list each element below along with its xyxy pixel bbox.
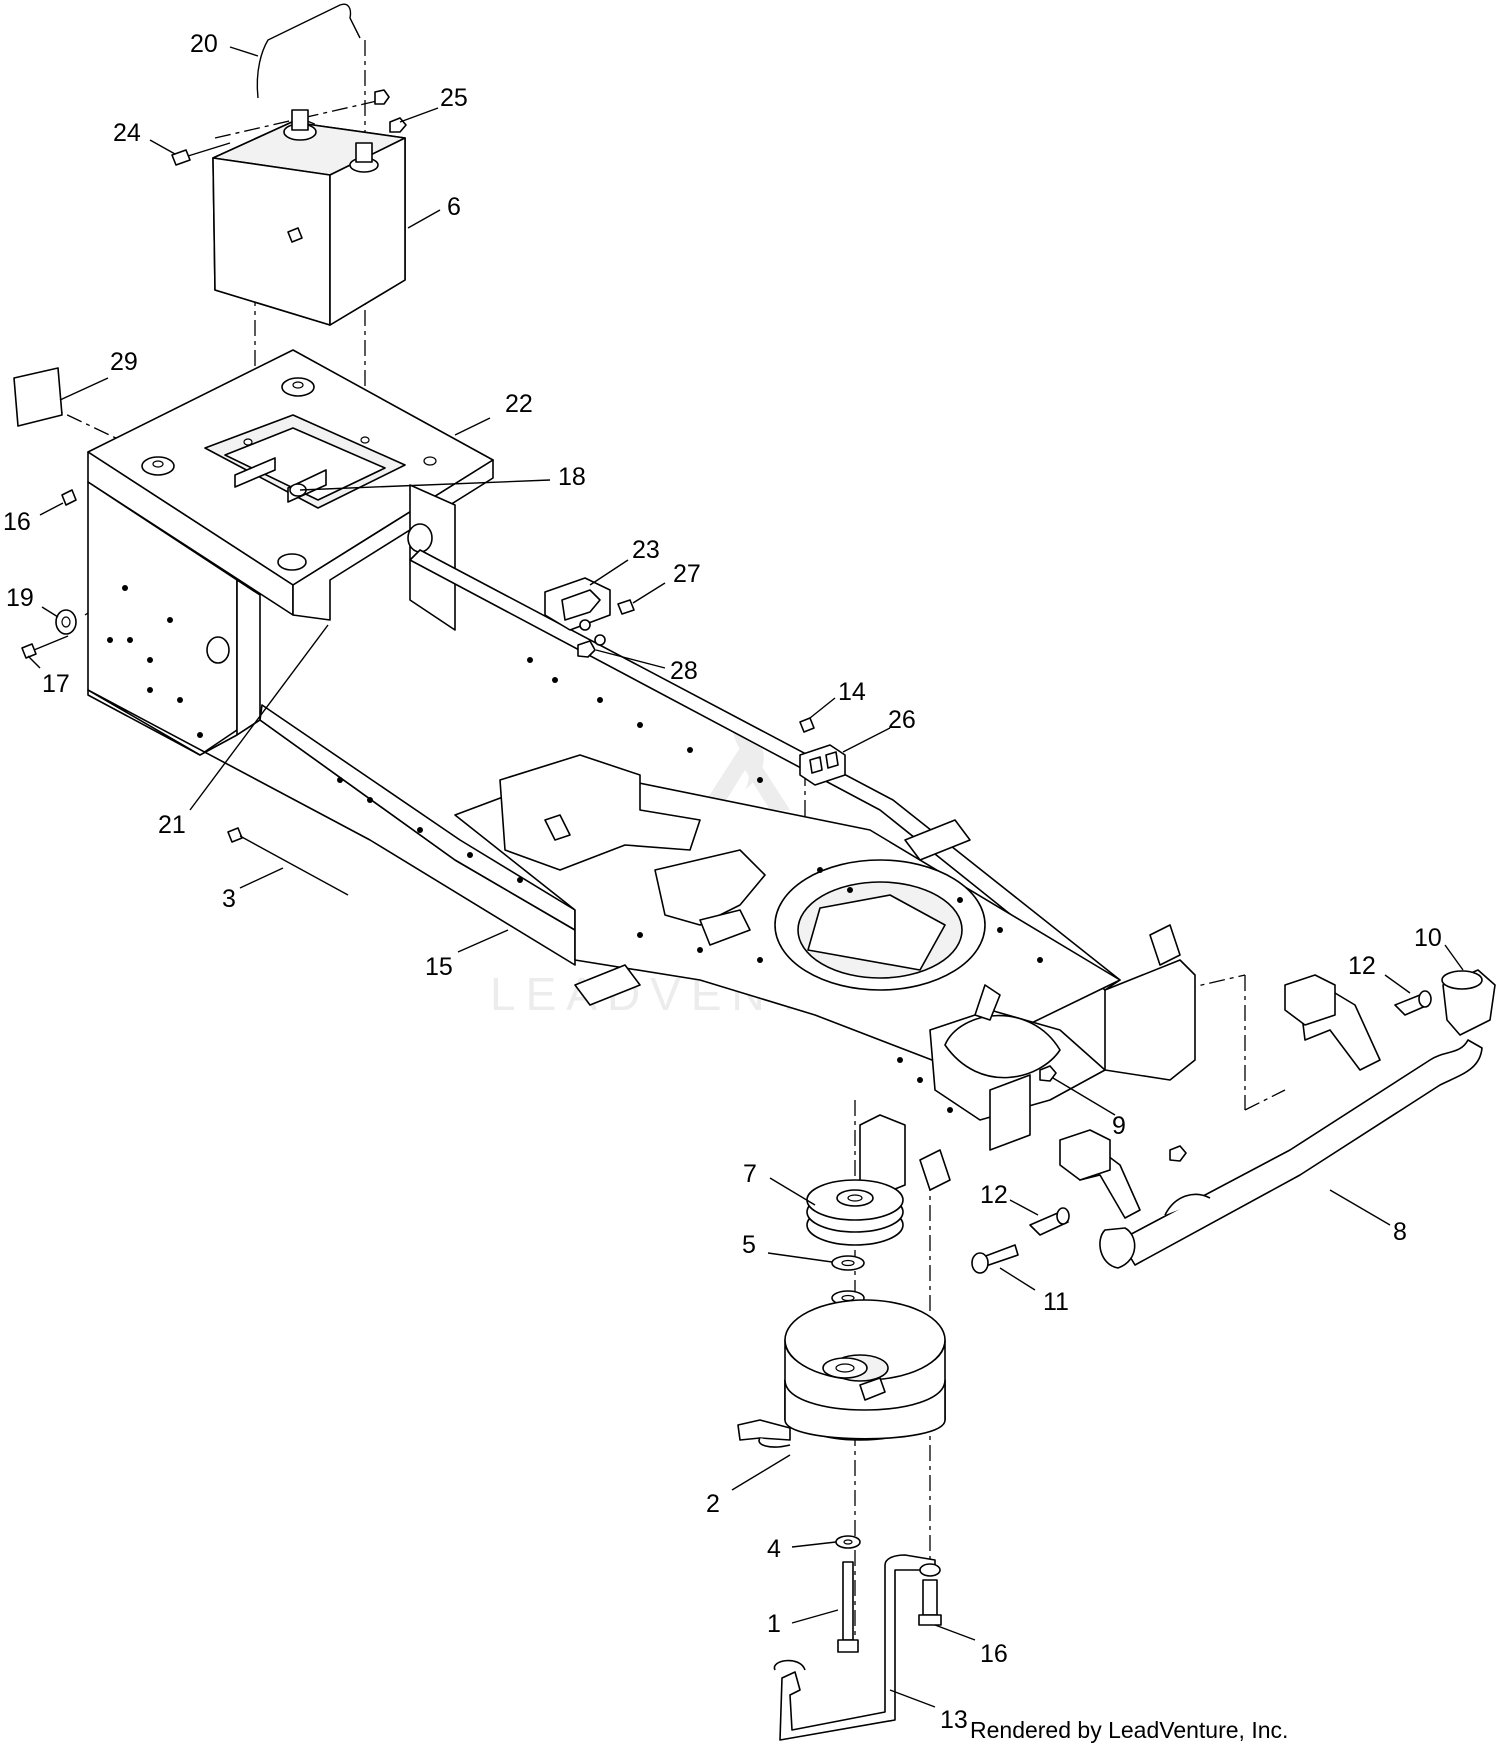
callout-17: 17 bbox=[42, 670, 70, 698]
bolt-14 bbox=[799, 717, 815, 733]
callout-20: 20 bbox=[190, 30, 218, 58]
solenoid bbox=[544, 577, 611, 646]
battery-strap bbox=[256, 3, 361, 99]
clutch bbox=[737, 1299, 946, 1448]
callout-4: 4 bbox=[767, 1535, 781, 1563]
cable-tie-3 bbox=[227, 827, 349, 896]
callout-8: 8 bbox=[1393, 1218, 1407, 1246]
bolt-24 bbox=[171, 142, 231, 166]
callout-12-upper: 12 bbox=[1348, 952, 1376, 980]
callout-labels: 20 25 24 6 29 22 18 16 23 27 19 17 28 14… bbox=[3, 30, 1442, 1734]
hitch-collar-10 bbox=[1441, 969, 1496, 1036]
callout-25: 25 bbox=[440, 84, 468, 112]
callout-5: 5 bbox=[742, 1231, 756, 1259]
switch-26 bbox=[799, 744, 846, 786]
callout-26: 26 bbox=[888, 706, 916, 734]
callout-29: 29 bbox=[110, 348, 138, 376]
callout-9: 9 bbox=[1112, 1112, 1126, 1140]
bolt-16-top bbox=[61, 489, 77, 506]
washer-4 bbox=[835, 1535, 861, 1549]
callout-21: 21 bbox=[158, 811, 186, 839]
callout-14: 14 bbox=[838, 678, 866, 706]
callout-23: 23 bbox=[632, 536, 660, 564]
bolt-1 bbox=[837, 1561, 859, 1653]
callout-11: 11 bbox=[1043, 1288, 1069, 1316]
callout-3: 3 bbox=[222, 885, 236, 913]
battery bbox=[212, 109, 406, 326]
main-frame bbox=[87, 549, 1196, 1196]
battery-tray bbox=[87, 349, 494, 756]
callout-18: 18 bbox=[558, 463, 586, 491]
callout-2: 2 bbox=[706, 1490, 720, 1518]
washers bbox=[831, 1255, 865, 1306]
callout-10: 10 bbox=[1414, 924, 1442, 952]
nut-28 bbox=[577, 640, 596, 658]
callout-27: 27 bbox=[673, 560, 701, 588]
callout-16-bottom: 16 bbox=[980, 1640, 1008, 1668]
callout-16-top: 16 bbox=[3, 508, 31, 536]
bolt-16-bottom bbox=[918, 1579, 942, 1626]
bolt-11 bbox=[971, 1244, 1019, 1274]
bolt-17 bbox=[21, 635, 69, 659]
bolt-27 bbox=[617, 599, 635, 615]
callout-19: 19 bbox=[6, 584, 34, 612]
callout-7: 7 bbox=[743, 1160, 757, 1188]
callout-12-lower: 12 bbox=[980, 1181, 1008, 1209]
hitch-bar bbox=[1059, 974, 1483, 1269]
credit-text: Rendered by LeadVenture, Inc. bbox=[970, 1717, 1288, 1743]
callout-1: 1 bbox=[767, 1610, 781, 1638]
nut-25 bbox=[374, 89, 407, 133]
leader-lines bbox=[27, 46, 1464, 1708]
bushing-19 bbox=[55, 609, 77, 635]
clutch-rod bbox=[773, 1554, 941, 1741]
callout-22: 22 bbox=[505, 390, 533, 418]
callout-6: 6 bbox=[447, 193, 461, 221]
bolt-battery bbox=[287, 227, 303, 243]
bolt-12-lower bbox=[1029, 1207, 1070, 1236]
decal bbox=[13, 367, 63, 427]
callout-15: 15 bbox=[425, 953, 453, 981]
bolt-12-upper bbox=[1394, 990, 1432, 1016]
callout-24: 24 bbox=[113, 119, 141, 147]
callout-28: 28 bbox=[670, 657, 698, 685]
pulley bbox=[806, 1179, 904, 1246]
callout-13: 13 bbox=[940, 1706, 968, 1734]
nut-9 bbox=[1039, 1065, 1187, 1162]
